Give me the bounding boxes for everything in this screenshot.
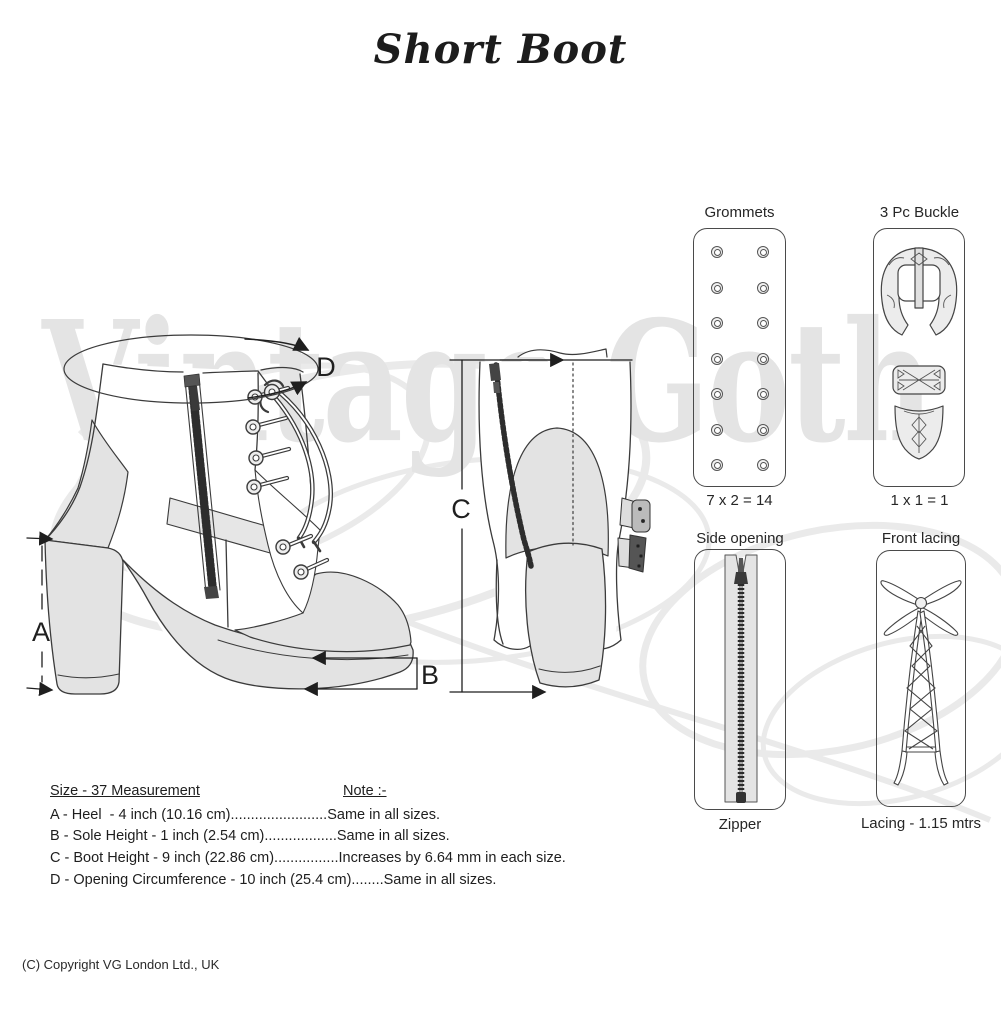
opening-circumference-ellipse	[63, 334, 319, 404]
dot-leader: ..................	[264, 828, 337, 844]
grommet-icon	[757, 281, 769, 294]
dim-label-d: D	[316, 352, 336, 382]
side-buckle	[617, 497, 651, 573]
platform-sole	[122, 559, 414, 690]
grommet-icon	[711, 246, 723, 258]
heel-cap-line	[57, 673, 120, 679]
copyright-text: (C) Copyright VG London Ltd., UK	[22, 957, 220, 972]
grommet-icon	[711, 423, 723, 436]
dot-leader: ........	[351, 872, 384, 888]
back-zipper	[489, 362, 534, 569]
grommet-icon	[711, 352, 723, 365]
grommet-icon	[711, 317, 723, 329]
grommets-panel-title: Grommets	[704, 204, 775, 221]
boot-vamp	[234, 571, 412, 653]
dim-label-b: B	[421, 660, 439, 690]
grommet-icon	[757, 246, 769, 258]
dim-C: C	[449, 352, 633, 700]
zipper-drawing	[724, 554, 758, 803]
measurement-row-b: B - Sole Height - 1 inch (2.54 cm)......…	[50, 828, 450, 844]
side-opening-panel-title: Side opening	[696, 530, 784, 547]
measurement-note: Same in all sizes.	[383, 872, 497, 888]
buckle-panel	[873, 228, 965, 487]
measurement-row-a: A - Heel - 4 inch (10.16 cm)............…	[50, 807, 440, 823]
note-header: Note :-	[343, 783, 387, 799]
back-heel	[525, 542, 607, 688]
dim-label-c: C	[451, 494, 471, 524]
dim-B: B	[303, 650, 439, 697]
grommets-panel-caption: 7 x 2 = 14	[706, 492, 773, 509]
grommet-icon	[711, 388, 723, 400]
grommet-grid	[694, 229, 785, 486]
front-lacing-panel-title: Front lacing	[881, 530, 961, 547]
measurement-note: Same in all sizes.	[327, 807, 441, 823]
back-collar	[517, 348, 608, 358]
front-boot-view: D A B	[26, 334, 439, 697]
grommet-icon	[757, 317, 769, 329]
size-header: Size - 37 Measurement	[50, 783, 200, 799]
buckle-panel-title: 3 Pc Buckle	[879, 204, 960, 221]
back-shaft-outline	[478, 361, 632, 651]
buckle-panel-caption: 1 x 1 = 1	[890, 492, 949, 509]
front-zipper	[183, 373, 221, 599]
measurement-note: Increases by 6.64 mm in each size.	[338, 850, 566, 866]
back-boot-view: C	[449, 348, 651, 700]
dim-A: A	[26, 531, 54, 697]
grommets-panel	[693, 228, 786, 487]
measurement-label: B - Sole Height - 1 inch (2.54 cm)	[50, 828, 265, 844]
page-title: Short Boot	[373, 26, 628, 73]
grommet-icon	[757, 459, 769, 471]
measurement-row-d: D - Opening Circumference - 10 inch (25.…	[50, 872, 496, 888]
dot-leader: ................	[274, 850, 339, 866]
grommet-icon	[757, 352, 769, 365]
measurement-label: A - Heel - 4 inch (10.16 cm)	[50, 807, 231, 823]
grommet-icon	[711, 281, 723, 294]
measurement-note: Same in all sizes.	[336, 828, 450, 844]
front-lacing-panel	[876, 550, 966, 807]
lacing-drawing	[880, 580, 962, 786]
front-lacing-panel-caption: Lacing - 1.15 mtrs	[860, 815, 982, 832]
dot-leader: ........................	[230, 807, 328, 823]
eyelets	[245, 383, 309, 580]
dim-label-a: A	[32, 617, 50, 647]
boot-heel	[44, 539, 124, 695]
grommet-icon	[757, 423, 769, 436]
measurement-row-c: C - Boot Height - 9 inch (22.86 cm).....…	[50, 850, 566, 866]
grommet-icon	[757, 388, 769, 400]
buckle-drawing	[880, 247, 958, 460]
side-opening-panel	[694, 549, 786, 810]
measurement-label: C - Boot Height - 9 inch (22.86 cm)	[50, 850, 275, 866]
grommet-icon	[711, 459, 723, 471]
dim-D: D	[244, 336, 336, 399]
measurement-label: D - Opening Circumference - 10 inch (25.…	[50, 872, 352, 888]
side-opening-panel-caption: Zipper	[718, 816, 762, 833]
